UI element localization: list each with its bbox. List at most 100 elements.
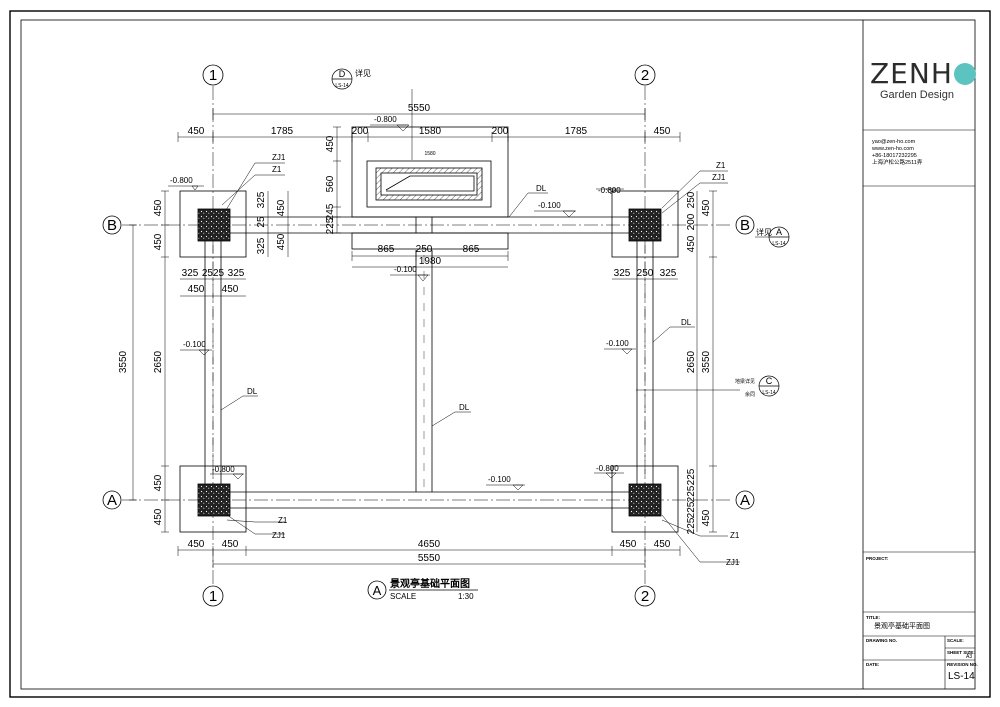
callout-d-letter: D	[339, 69, 346, 79]
dim-plinth-450: 450	[325, 135, 336, 152]
dim-bot-450-c: 450	[620, 539, 637, 550]
brand-name: ZENH	[870, 57, 953, 90]
dim-pier-v-325-b: 325	[256, 237, 267, 254]
outer-border	[9, 10, 991, 698]
revision-label: REVISION NO.	[947, 662, 978, 667]
label-dl-mid: DL	[459, 403, 470, 412]
elev-800-top: -0.800	[374, 115, 397, 124]
callout-c-note1: 地梁详见	[735, 378, 755, 385]
elev-100-top: -0.100	[538, 201, 561, 210]
dim-pier-r-250: 250	[637, 268, 654, 279]
drawing-title: 景观亭基础平面图	[390, 577, 470, 590]
elev-800-tl: -0.800	[170, 176, 193, 185]
label-zj1-tr: ZJ1	[712, 173, 726, 182]
dim-right-250: 250	[686, 191, 697, 208]
grid-bubble-1-top	[202, 64, 224, 86]
title-label: TITLE:	[866, 615, 880, 620]
callout-a-sheet: LS-14	[772, 241, 786, 247]
label-dl-top: DL	[536, 184, 547, 193]
brand-logo: ZENH Garden Design	[870, 60, 980, 110]
dim-pier-r-325-right: 325	[660, 268, 677, 279]
grid-bubble-a-left	[102, 490, 122, 510]
brand-subtitle: Garden Design	[880, 89, 954, 101]
dim-top-450-right: 450	[654, 126, 671, 137]
label-z1-tl: Z1	[272, 165, 282, 174]
dim-top-1785-left: 1785	[271, 126, 294, 137]
title-bubble	[367, 580, 387, 600]
label-zj1-br: ZJ1	[726, 558, 740, 567]
grid-label-b-left: B	[107, 217, 117, 234]
contact-website: www.zen-ho.com	[872, 146, 914, 152]
central-plinth	[351, 126, 509, 250]
dim-plinth-865-right: 865	[463, 244, 480, 255]
dim-right-3550: 3550	[701, 350, 712, 373]
contact-address: 上海沪松公路2511弄	[872, 160, 923, 166]
dim-right-225-d: 225	[686, 517, 697, 534]
dim-right-450-a: 450	[686, 235, 697, 252]
dim-plinth-250: 250	[416, 244, 433, 255]
leaders	[220, 89, 770, 563]
dim-plinth-225: 225	[325, 217, 336, 234]
dim-pier-325-right: 325	[228, 268, 245, 279]
sheet-size-label: SHEET SIZE:	[947, 650, 975, 655]
dimension-lines	[129, 108, 717, 568]
grid-label-1-top: 1	[209, 67, 217, 84]
dim-top-1580: 1580	[419, 126, 442, 137]
elev-100-bot: -0.100	[488, 475, 511, 484]
dim-plinth-1980: 1980	[419, 256, 442, 267]
label-z1-br: Z1	[730, 531, 740, 540]
grid-label-2-bottom: 2	[641, 588, 649, 605]
dim-pier-r-325-left: 325	[614, 268, 631, 279]
elev-800-br: -0.800	[596, 464, 619, 473]
grid-label-b-right: B	[740, 217, 750, 234]
dim-bot-450-b: 450	[222, 539, 239, 550]
callout-a-note: 详见	[756, 227, 772, 237]
callout-a-letter: A	[776, 227, 782, 237]
contact-email: yao@zen-ho.com	[872, 139, 916, 145]
dim-right-450-b: 450	[701, 199, 712, 216]
label-z1-bl: Z1	[278, 516, 288, 525]
grid-bubble-2-top	[634, 64, 656, 86]
dim-right-450-c: 450	[701, 509, 712, 526]
dim-bot-450-d: 450	[654, 539, 671, 550]
callout-c-letter: C	[766, 376, 773, 386]
grid-bubble-a-right	[735, 490, 755, 510]
dim-right-2650: 2650	[686, 350, 697, 373]
grid-label-a-left: A	[107, 492, 117, 509]
grid-bubble-b-left	[102, 215, 122, 235]
grid-label-a-right: A	[740, 492, 750, 509]
elev-800-bl: -0.800	[212, 465, 235, 474]
callout-c-note2: 余同	[745, 391, 755, 398]
inner-border	[20, 19, 976, 690]
dim-bot-450-a: 450	[188, 539, 205, 550]
title-value: 景观亭基础平面图	[874, 623, 930, 630]
drawing-no-label: DRAWING NO.	[866, 638, 897, 643]
dim-top-200-right: 200	[492, 126, 509, 137]
dim-pier-325-left: 325	[182, 268, 199, 279]
brand-o-circle	[953, 63, 976, 85]
dim-top-total: 5550	[408, 103, 431, 114]
dim-top-200-left: 200	[352, 126, 369, 137]
elev-800-tr: -0.800	[598, 186, 621, 195]
dim-left-450-b: 450	[153, 233, 164, 250]
dim-pier-450-b: 450	[222, 284, 239, 295]
dim-plinth-560: 560	[325, 175, 336, 192]
scale-label: SCALE	[390, 592, 416, 601]
callout-c-sheet: LS-14	[762, 390, 776, 396]
scale-field-label: SCALE:	[947, 638, 964, 643]
callout-d-note: 详见	[355, 68, 371, 78]
label-zj1-tl: ZJ1	[272, 153, 286, 162]
elev-100-right: -0.100	[606, 339, 629, 348]
sheet-number: LS-14	[948, 671, 975, 682]
label-zj1-bl: ZJ1	[272, 531, 286, 540]
dim-pier-v-25: 25	[256, 216, 267, 228]
dim-right-225-b: 225	[686, 485, 697, 502]
dim-left-450-a: 450	[153, 199, 164, 216]
elev-100-left: -0.100	[183, 340, 206, 349]
label-dl-left: DL	[247, 387, 258, 396]
dim-plinth-245: 245	[325, 203, 336, 220]
sheet-size-value: A3	[966, 654, 973, 660]
title-letter: A	[373, 583, 382, 598]
grid-label-2-top: 2	[641, 67, 649, 84]
